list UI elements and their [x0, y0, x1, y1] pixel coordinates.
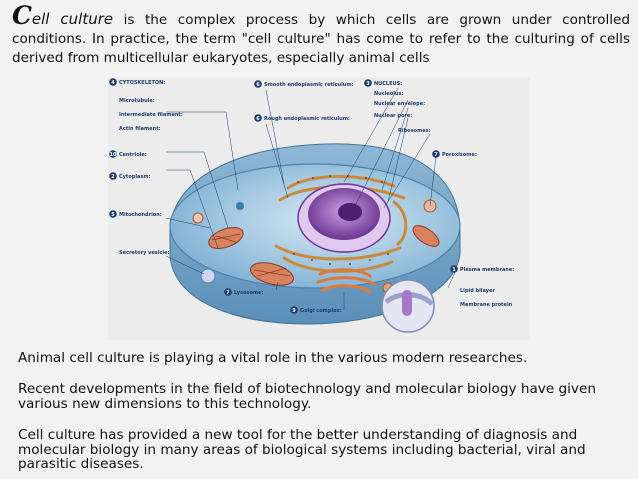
- svg-text:Centriole:: Centriole:: [119, 152, 147, 158]
- intro-text: is the complex process by which cells ar…: [12, 12, 630, 66]
- svg-text:Mitochondrion:: Mitochondrion:: [119, 212, 162, 218]
- callout-golgi-complex: 9 Golgi complex:: [290, 306, 342, 314]
- label-membrane-protein: Membrane protein: [460, 302, 513, 308]
- svg-text:Plasma membrane:: Plasma membrane:: [460, 267, 514, 273]
- svg-text:3: 3: [366, 81, 370, 87]
- svg-text:Peroxisome:: Peroxisome:: [442, 152, 477, 158]
- svg-text:NUCLEUS:: NUCLEUS:: [374, 81, 402, 87]
- mitochondria: [208, 225, 440, 286]
- paragraph-new-tool: Cell culture has provided a new tool for…: [18, 427, 586, 472]
- membrane-inset: [381, 279, 435, 333]
- svg-text:5: 5: [111, 212, 115, 218]
- label-microtubule: Microtubule:: [119, 98, 155, 104]
- callout-rough-er: 6 Rough endoplasmic reticulum:: [254, 114, 350, 122]
- svg-text:Lysosome:: Lysosome:: [234, 290, 264, 296]
- golgi-complex: [316, 268, 376, 294]
- callout-nucleus: 3 NUCLEUS:: [364, 79, 402, 87]
- nucleus: [297, 183, 391, 253]
- label-secretory-vesicle: Secretory vesicle:: [119, 250, 170, 256]
- paragraph-recent-developments: Recent developments in the field of biot…: [18, 381, 596, 412]
- svg-text:9: 9: [292, 308, 296, 314]
- callout-smooth-er: 6 Smooth endoplasmic reticulum:: [254, 80, 354, 88]
- svg-text:7: 7: [434, 152, 438, 158]
- animal-cell-diagram: 4 CYTOSKELETON: Microtubule: Intermediat…: [108, 78, 530, 340]
- svg-text:7: 7: [226, 290, 230, 296]
- svg-text:Smooth endoplasmic reticulum:: Smooth endoplasmic reticulum:: [264, 82, 354, 88]
- label-actin-filament: Actin filament:: [119, 126, 161, 132]
- svg-text:1: 1: [452, 267, 456, 273]
- label-nucleolus: Nucleolus:: [374, 91, 404, 97]
- label-nuclear-envelope: Nuclear envelope:: [374, 101, 425, 107]
- svg-text:4: 4: [111, 80, 115, 86]
- svg-text:CYTOSKELETON:: CYTOSKELETON:: [119, 80, 165, 86]
- callout-cytoplasm: 2 Cytoplasm:: [109, 172, 151, 180]
- label-lipid-bilayer: Lipid bilayer: [460, 288, 495, 294]
- paragraph-research-role: Animal cell culture is playing a vital r…: [18, 350, 528, 366]
- callout-cytoskeleton: 4 CYTOSKELETON:: [109, 78, 165, 86]
- svg-text:6: 6: [256, 116, 260, 122]
- svg-text:Rough endoplasmic reticulum:: Rough endoplasmic reticulum:: [264, 116, 350, 122]
- intro-term: ell culture: [31, 10, 114, 28]
- svg-text:6: 6: [256, 82, 260, 88]
- label-intermediate-filament: Intermediate filament:: [119, 112, 183, 118]
- intro-dropcap: C: [12, 1, 32, 30]
- callout-plasma-membrane: 1 Plasma membrane:: [450, 265, 514, 273]
- svg-text:Golgi complex:: Golgi complex:: [300, 308, 342, 314]
- intro-paragraph: Cell culture is the complex process by w…: [12, 3, 630, 68]
- svg-text:10: 10: [110, 152, 117, 158]
- callout-mitochondrion: 5 Mitochondrion:: [109, 210, 162, 218]
- svg-text:2: 2: [111, 174, 115, 180]
- label-ribosomes: Ribosomes:: [398, 128, 431, 134]
- callout-peroxisome: 7 Peroxisome:: [432, 150, 477, 158]
- callout-centriole: 10 Centriole:: [109, 150, 147, 158]
- ribosome-dots: [293, 175, 389, 265]
- label-nuclear-pore: Nuclear pore:: [374, 113, 412, 119]
- callout-lysosome: 7 Lysosome:: [224, 288, 264, 296]
- svg-text:Cytoplasm:: Cytoplasm:: [119, 174, 151, 180]
